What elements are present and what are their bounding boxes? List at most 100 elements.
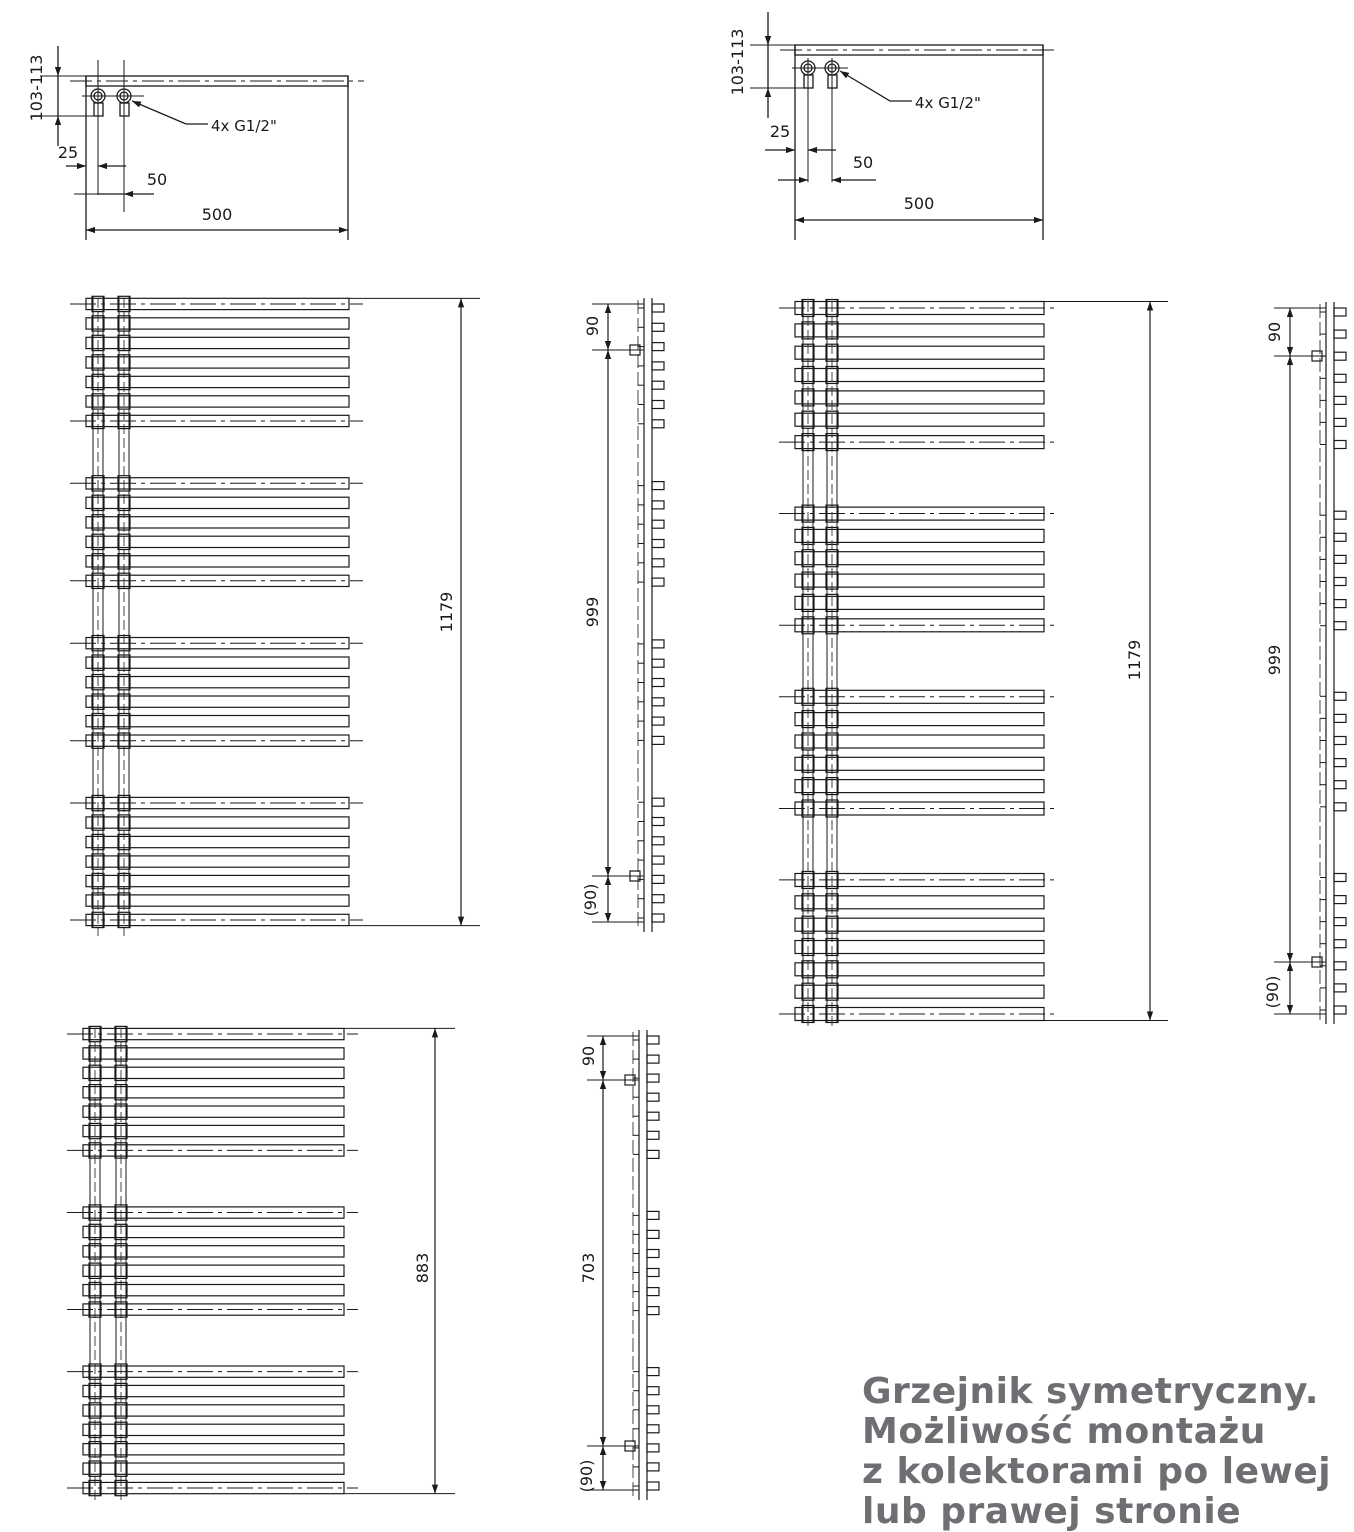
clip — [88, 1025, 102, 1043]
side-view-left-bottom-spacing-label: 703 — [579, 1253, 598, 1284]
tube-end — [651, 716, 665, 726]
tube — [82, 1442, 345, 1456]
tube-end — [1333, 691, 1347, 701]
clip — [88, 1402, 102, 1419]
tube — [82, 1423, 345, 1437]
tube-end — [651, 419, 665, 429]
tube-end — [646, 1130, 660, 1140]
tube-end — [1333, 757, 1347, 768]
tube — [85, 855, 350, 868]
tube — [82, 1105, 345, 1118]
tube-end — [1333, 510, 1347, 520]
tube-end — [651, 874, 665, 885]
side-view-left-bottom-bottom-label: (90) — [577, 1460, 596, 1493]
tube-end — [1333, 395, 1347, 405]
tube-end — [1333, 598, 1347, 609]
tube — [85, 496, 350, 510]
tube — [794, 711, 1045, 727]
clip — [88, 1262, 102, 1279]
tube-end — [646, 1267, 660, 1278]
tube — [85, 555, 350, 568]
tube — [794, 367, 1045, 383]
tube — [85, 714, 350, 728]
top-view-right-spacing-label: 50 — [853, 153, 873, 172]
tube-end — [646, 1481, 660, 1491]
clip — [114, 1025, 128, 1043]
tube-end — [646, 1054, 660, 1064]
side-view-right-spacing-label: 999 — [1265, 645, 1284, 676]
tube-end — [651, 836, 665, 846]
clip — [91, 673, 105, 691]
tube-end — [651, 697, 665, 707]
tube — [85, 874, 350, 888]
tube-end — [1333, 373, 1347, 383]
tube — [82, 1404, 345, 1417]
tube-end — [1333, 894, 1347, 905]
top-view-left-spacing-label: 50 — [147, 170, 167, 189]
tube — [794, 778, 1045, 794]
top-view-left-offset-label: 25 — [58, 143, 78, 162]
tube — [794, 895, 1045, 910]
tube — [794, 390, 1045, 405]
tube — [794, 528, 1045, 544]
tube-end — [646, 1111, 660, 1121]
tube-end — [651, 735, 665, 746]
tube-end — [651, 303, 665, 313]
clip — [114, 1262, 128, 1279]
tube — [794, 412, 1045, 427]
tube-end — [651, 658, 665, 668]
tube — [794, 323, 1045, 338]
side-view-right-offset-label: 90 — [1265, 322, 1284, 342]
front-view-left-top — [70, 295, 480, 936]
side-view-left-top-offset-label: 90 — [583, 316, 602, 336]
tube-end — [651, 481, 665, 491]
top-view-right-connection-label: 4x G1/2" — [915, 94, 981, 112]
tube-end — [1333, 621, 1347, 631]
tube — [85, 695, 350, 708]
installation-note: Grzejnik symetryczny. Możliwość montażu … — [862, 1372, 1342, 1532]
clip — [117, 393, 131, 410]
tube — [794, 551, 1045, 566]
tube-end — [651, 361, 665, 371]
tube-end — [1333, 532, 1347, 542]
tube-end — [646, 1386, 660, 1396]
clip — [114, 1402, 128, 1419]
tube — [794, 962, 1045, 977]
tube-end — [651, 342, 665, 352]
tube — [82, 1245, 345, 1258]
note-line: z kolektorami po lewej — [862, 1451, 1332, 1492]
note-line: lub prawej stronie — [862, 1491, 1242, 1532]
tube-end — [1333, 1005, 1347, 1015]
tube-end — [651, 677, 665, 688]
side-view-left-top-bottom-label: (90) — [581, 884, 600, 917]
tube-end — [646, 1248, 660, 1259]
tube-end — [651, 639, 665, 649]
top-view-right-width-label: 500 — [904, 194, 935, 213]
tube — [85, 395, 350, 408]
tube — [85, 894, 350, 907]
tube — [82, 1462, 345, 1475]
tube-end — [646, 1462, 660, 1472]
clip — [117, 911, 131, 929]
tube — [85, 375, 350, 389]
tube — [85, 336, 350, 350]
tube-end — [646, 1305, 660, 1316]
tube-end — [1333, 439, 1347, 450]
tube — [85, 656, 350, 669]
tube-end — [1333, 576, 1347, 587]
tube — [82, 1384, 345, 1398]
tube-end — [1333, 802, 1347, 812]
tube-end — [651, 577, 665, 587]
tube-end — [1333, 554, 1347, 565]
tube — [82, 1066, 345, 1080]
tube — [85, 816, 350, 829]
side-view-left-bottom — [587, 1030, 660, 1500]
tube-end — [651, 538, 665, 549]
tube — [794, 573, 1045, 588]
tube — [794, 734, 1045, 749]
clip — [117, 533, 131, 551]
side-view-left-top-spacing-label: 999 — [583, 597, 602, 628]
tube — [85, 516, 350, 529]
tube — [794, 756, 1045, 771]
